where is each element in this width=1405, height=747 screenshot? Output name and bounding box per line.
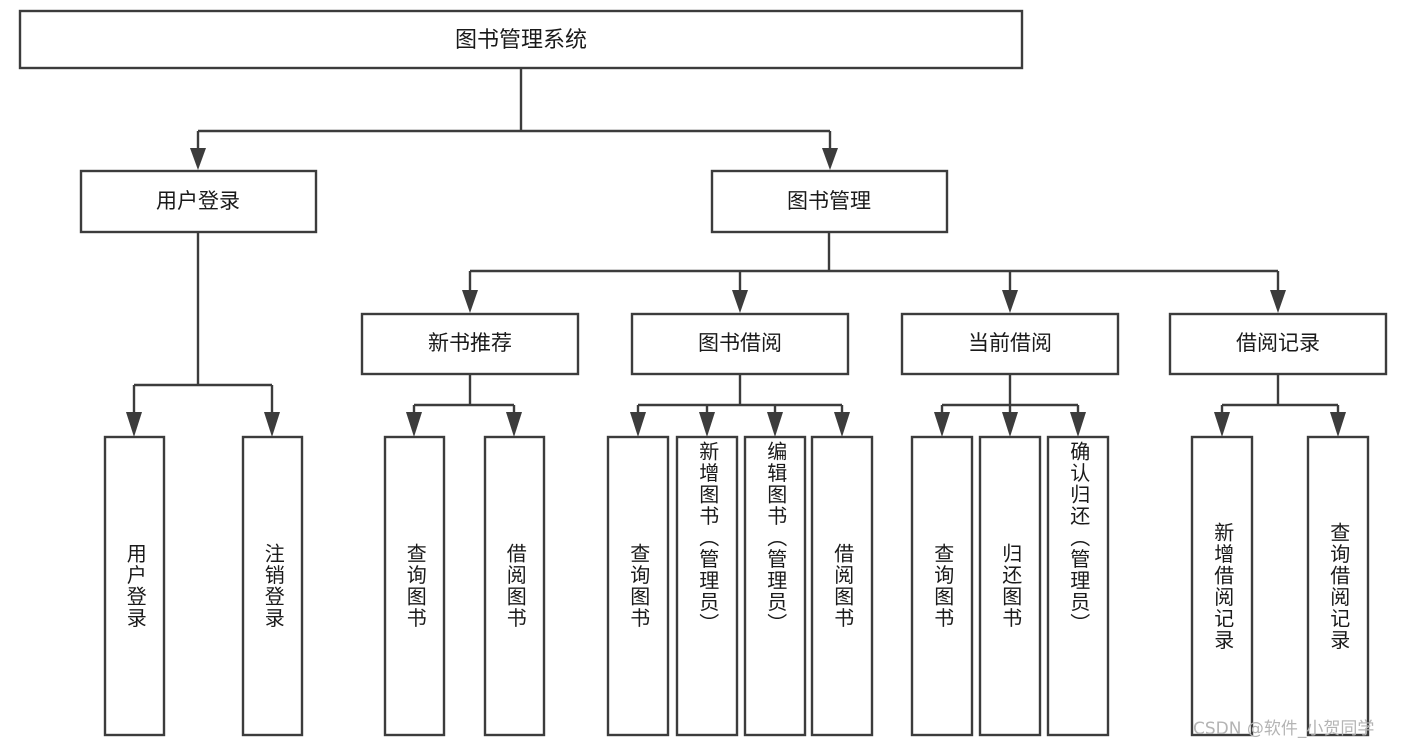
leaf-box-query-book-2[interactable] [606, 435, 670, 737]
leaf-box-logout[interactable] [241, 435, 304, 737]
user-login-box[interactable] [79, 169, 318, 234]
connector-borrowrecord-to-leaves [1214, 374, 1346, 437]
watermark-text: CSDN @软件_小贺同学 [1193, 719, 1375, 739]
connector-currentborrow-to-leaves [934, 374, 1086, 437]
current-borrow-label: 当前借阅 [968, 331, 1052, 355]
arrow-head-icon [834, 412, 850, 437]
arrow-head-icon [506, 412, 522, 437]
leaf-box-edit-book-admin[interactable] [743, 435, 807, 737]
arrow-head-icon [630, 412, 646, 437]
node-user-login[interactable]: 用户登录 [79, 169, 318, 234]
connector-root-to-level2 [190, 68, 838, 170]
leaf-box-query-book-3[interactable] [910, 435, 974, 737]
root-box[interactable] [18, 9, 1024, 70]
node-root[interactable]: 图书管理系统 [18, 9, 1024, 70]
arrow-head-icon [126, 412, 142, 437]
leaf-box-return-book[interactable] [978, 435, 1042, 737]
arrow-head-icon [1002, 290, 1018, 313]
leaf-box-add-book-admin[interactable] [675, 435, 739, 737]
leaf-box-add-borrow-record[interactable] [1190, 435, 1254, 737]
node-current-borrow[interactable]: 当前借阅 [900, 312, 1120, 376]
arrow-head-icon [264, 412, 280, 437]
leaf-box-confirm-return-admin[interactable] [1046, 435, 1110, 737]
arrow-head-icon [406, 412, 422, 437]
arrow-head-icon [462, 290, 478, 313]
leaf-box-borrow-book-2[interactable] [810, 435, 874, 737]
leaf-box-user-login[interactable] [103, 435, 166, 737]
arrow-head-icon [1214, 412, 1230, 437]
arrow-head-icon [1330, 412, 1346, 437]
arrow-head-icon [699, 412, 715, 437]
connector-newbook-to-leaves [406, 374, 522, 437]
arrow-head-icon [1070, 412, 1086, 437]
new-book-recommend-box[interactable] [360, 312, 580, 376]
leaf-box-borrow-book-1[interactable] [483, 435, 546, 737]
user-login-label: 用户登录 [156, 189, 240, 213]
connector-userlogin-to-leaves [126, 232, 280, 437]
connector-bookmgmt-to-level3 [462, 232, 1286, 313]
node-book-management[interactable]: 图书管理 [710, 169, 949, 234]
node-book-borrow[interactable]: 图书借阅 [630, 312, 850, 376]
node-borrow-record[interactable]: 借阅记录 [1168, 312, 1388, 376]
arrow-head-icon [767, 412, 783, 437]
root-label: 图书管理系统 [455, 28, 587, 53]
node-new-book-recommend[interactable]: 新书推荐 [360, 312, 580, 376]
arrow-head-icon [190, 148, 206, 170]
arrow-head-icon [1270, 290, 1286, 313]
book-management-label: 图书管理 [787, 189, 871, 213]
new-book-recommend-label: 新书推荐 [428, 331, 512, 355]
leaf-box-query-book-1[interactable] [383, 435, 446, 737]
book-borrow-label: 图书借阅 [698, 331, 782, 355]
arrow-head-icon [732, 290, 748, 313]
arrow-head-icon [822, 148, 838, 170]
arrow-head-icon [1002, 412, 1018, 437]
arrow-head-icon [934, 412, 950, 437]
connector-bookborrow-to-leaves [630, 374, 850, 437]
borrow-record-label: 借阅记录 [1236, 331, 1320, 355]
leaf-box-query-borrow-record[interactable] [1306, 435, 1370, 737]
current-borrow-box[interactable] [900, 312, 1120, 376]
